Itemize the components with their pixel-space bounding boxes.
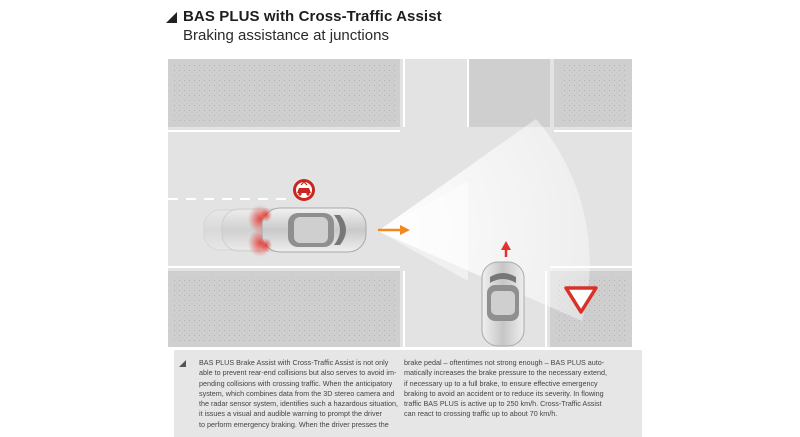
crossing-car — [481, 261, 525, 347]
description-box: BAS PLUS Brake Assist with Cross-Traffic… — [174, 350, 642, 437]
radar-beam — [378, 119, 590, 321]
junction-illustration — [168, 59, 632, 347]
description-column-1: BAS PLUS Brake Assist with Cross-Traffic… — [199, 358, 398, 429]
car-crash-warning-icon — [293, 179, 315, 201]
description-column-2: brake pedal – oftentimes not strong enou… — [404, 358, 607, 419]
main-car-direction-arrow — [378, 225, 410, 235]
camera-beam — [378, 181, 468, 281]
main-car — [260, 207, 367, 253]
header: BAS PLUS with Cross-Traffic Assist — [166, 8, 442, 25]
yield-sign-icon — [564, 286, 598, 314]
description-arrow-icon — [179, 360, 186, 367]
page-subtitle: Braking assistance at junctions — [183, 27, 389, 44]
title-arrow-icon — [166, 11, 177, 23]
crossing-car-direction-arrow — [501, 241, 511, 257]
page-title: BAS PLUS with Cross-Traffic Assist — [183, 8, 442, 25]
lane-markings — [168, 59, 632, 347]
